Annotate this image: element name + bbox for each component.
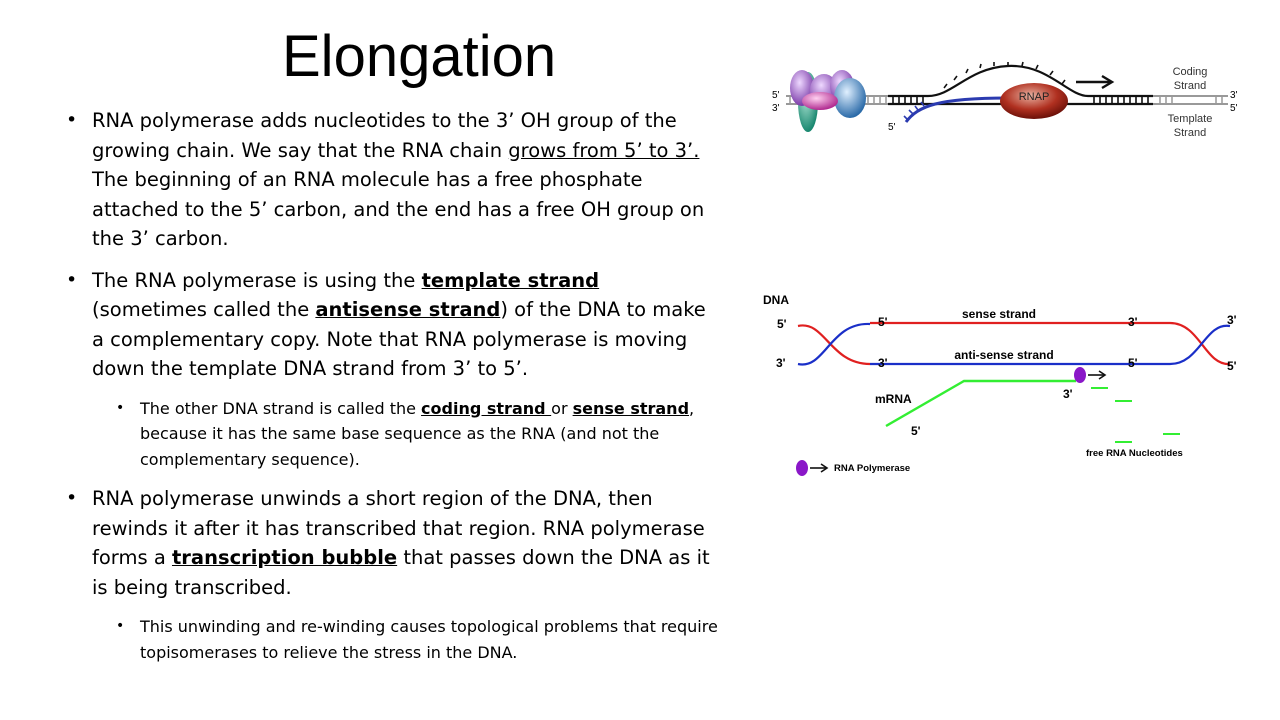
d2-right-top-label: 3' (1227, 313, 1237, 327)
mrna-3-label: 3' (1063, 387, 1073, 401)
antisense-right-twist (1169, 324, 1231, 366)
legend-arrow (810, 463, 829, 473)
term-template-strand: template strand (421, 268, 600, 292)
sub-bullet-2-text: The other DNA strand is called the (140, 398, 422, 418)
bullet-3-text: RNA polymerase unwinds a short region of… (92, 487, 705, 569)
template-strand-label-2: Strand (1174, 127, 1206, 139)
d2-inner-left-top-label: 5' (878, 315, 888, 329)
bullet-1-underline: grows from 5’ to 3’. (508, 138, 700, 162)
d1-right-bottom-label: 5' (1230, 103, 1238, 114)
rnap-label: RNAP (1019, 91, 1050, 103)
d1-left-bottom-label: 3' (772, 103, 780, 114)
mrna-label: mRNA (875, 392, 912, 406)
bullet-1: RNA polymerase adds nucleotides to the 3… (60, 106, 720, 254)
rna-ticks (903, 101, 925, 121)
bullet-2: The RNA polymerase is using the template… (60, 266, 720, 384)
bullet-2-text-3: ) of the DNA to make a complementary cop… (92, 298, 706, 380)
d1-right-top-label: 3' (1230, 90, 1238, 101)
sigma-factor-complex (790, 70, 866, 132)
sense-strand-label: sense strand (962, 307, 1036, 321)
rnap-elongation-diagram: RNAP 5' 3' 5' 3' 5' Coding Strand Templa… (772, 61, 1238, 139)
bullet-2-text-2: (sometimes called the (92, 298, 316, 321)
antisense-strand-label: anti-sense strand (954, 348, 1053, 362)
dna-label: DNA (763, 293, 789, 307)
legend-polymerase-label: RNA Polymerase (834, 463, 910, 474)
d2-right-bottom-label: 5' (1227, 359, 1237, 373)
d2-inner-left-bottom-label: 3' (878, 356, 888, 370)
legend-polymerase-icon (796, 460, 808, 476)
sub-bullet-2-text-2: or (551, 398, 573, 418)
direction-arrow (1076, 74, 1115, 90)
bullet-3-sub: This unwinding and re-winding causes top… (60, 614, 720, 665)
d2-inner-right-bottom-label: 5' (1128, 356, 1138, 370)
bullet-2-sub: The other DNA strand is called the codin… (60, 396, 720, 473)
sub-bullet-2-text-3: , because it has the same base sequence … (140, 398, 695, 469)
bullet-1-text: RNA polymerase adds nucleotides to the 3… (92, 109, 677, 162)
dna-grey-right (1153, 95, 1228, 105)
free-nucleotides (1091, 387, 1180, 443)
bullet-3: RNA polymerase unwinds a short region of… (60, 484, 720, 602)
term-antisense-strand: antisense strand (315, 298, 501, 321)
d2-inner-right-top-label: 3' (1128, 315, 1138, 329)
bullet-3-text-2: that passes down the DNA as it is being … (92, 546, 710, 599)
d2-left-bottom-label: 3' (776, 356, 786, 370)
term-transcription-bubble: transcription bubble (171, 546, 398, 569)
sense-antisense-diagram: DNA 5' 3' 5' 3' sense strand anti-sense … (763, 293, 1237, 476)
bullet-2-text: The RNA polymerase is using the (92, 268, 422, 292)
mrna-5-label: 5' (911, 424, 921, 438)
coding-strand-label-2: Strand (1174, 80, 1206, 92)
d1-left-top-label: 5' (772, 90, 780, 101)
bullet-1-text-2: The beginning of an RNA molecule has a f… (92, 168, 705, 250)
d2-left-top-label: 5' (777, 317, 787, 331)
rna-strand (904, 96, 1009, 123)
dna-black-ticks (892, 61, 1149, 104)
coding-strand-label-1: Coding (1173, 66, 1208, 78)
rna-polymerase-marker (1074, 367, 1086, 383)
term-coding-strand: coding strand (421, 398, 552, 418)
antisense-left-twist (797, 322, 871, 366)
legend-nucleotides-label: free RNA Nucleotides (1086, 448, 1183, 459)
slide-body: RNA polymerase adds nucleotides to the 3… (60, 106, 720, 677)
polymerase-arrow (1088, 370, 1107, 380)
d1-rna-end-label: 5' (888, 122, 896, 133)
mrna-strand (885, 379, 1076, 428)
template-strand-label-1: Template (1168, 113, 1213, 125)
rnap-enzyme (1000, 83, 1068, 119)
term-sense-strand: sense strand (572, 398, 690, 418)
sense-left-twist (797, 324, 871, 366)
sense-right-twist (1169, 321, 1231, 366)
slide-title: Elongation (282, 24, 557, 89)
